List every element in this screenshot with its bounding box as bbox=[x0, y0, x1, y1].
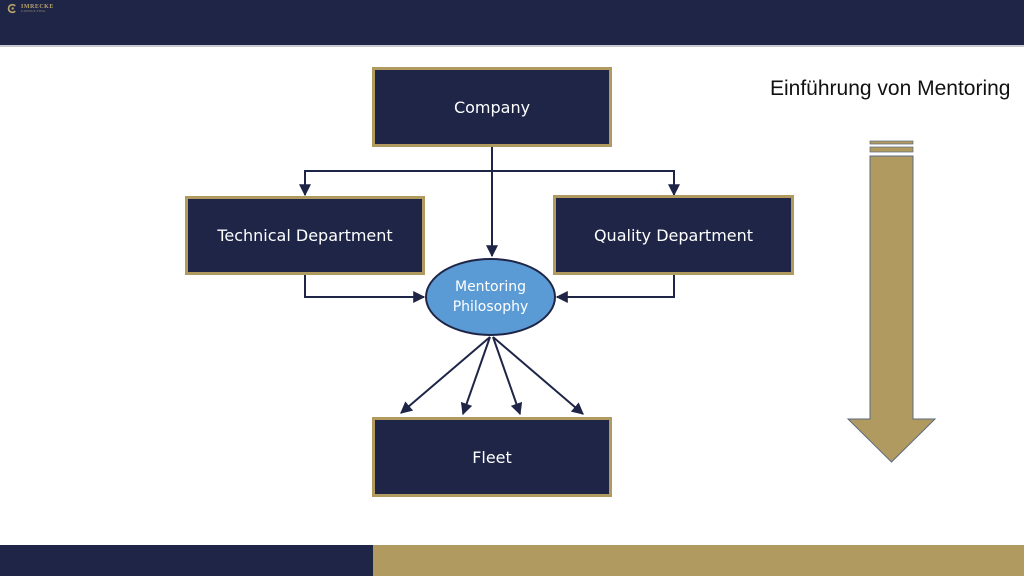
quality-department-label: Quality Department bbox=[593, 225, 754, 245]
fleet-box: Fleet bbox=[372, 417, 612, 497]
logo-subtitle: CONSULTING bbox=[21, 8, 46, 13]
footer-bar-gold bbox=[373, 545, 1024, 576]
header-bar: IMRECKE CONSULTING bbox=[0, 0, 1024, 47]
connector-mentoring-to-fleet-2 bbox=[460, 336, 491, 416]
logo-name: IMRECKE bbox=[21, 3, 54, 10]
connector-technical-to-mentoring bbox=[304, 274, 426, 303]
company-logo: IMRECKE CONSULTING bbox=[7, 2, 54, 14]
connector-mentoring-to-fleet-3 bbox=[492, 336, 523, 416]
company-label: Company bbox=[453, 97, 531, 117]
footer-bar-navy bbox=[0, 545, 373, 576]
connector-company-to-quality bbox=[492, 170, 680, 197]
logo-emblem-icon bbox=[7, 3, 16, 13]
connector-company-to-technical bbox=[299, 147, 493, 197]
technical-department-box: Technical Department bbox=[185, 196, 425, 275]
technical-department-label: Technical Department bbox=[217, 226, 393, 245]
mentoring-label-line1: Mentoring bbox=[454, 279, 527, 295]
connector-mentoring-to-fleet-4 bbox=[492, 336, 584, 415]
connector-quality-to-mentoring bbox=[555, 274, 675, 303]
company-box: Company bbox=[372, 67, 612, 147]
connector-mentoring-to-fleet-1 bbox=[400, 336, 491, 414]
mentoring-philosophy-node: Mentoring Philosophy bbox=[425, 258, 556, 336]
slide-title: Einführung von Mentoring bbox=[770, 77, 1011, 100]
mentoring-label-line2: Philosophy bbox=[452, 299, 529, 315]
process-down-arrow bbox=[846, 140, 937, 463]
quality-department-box: Quality Department bbox=[553, 195, 794, 275]
fleet-label: Fleet bbox=[472, 447, 512, 467]
